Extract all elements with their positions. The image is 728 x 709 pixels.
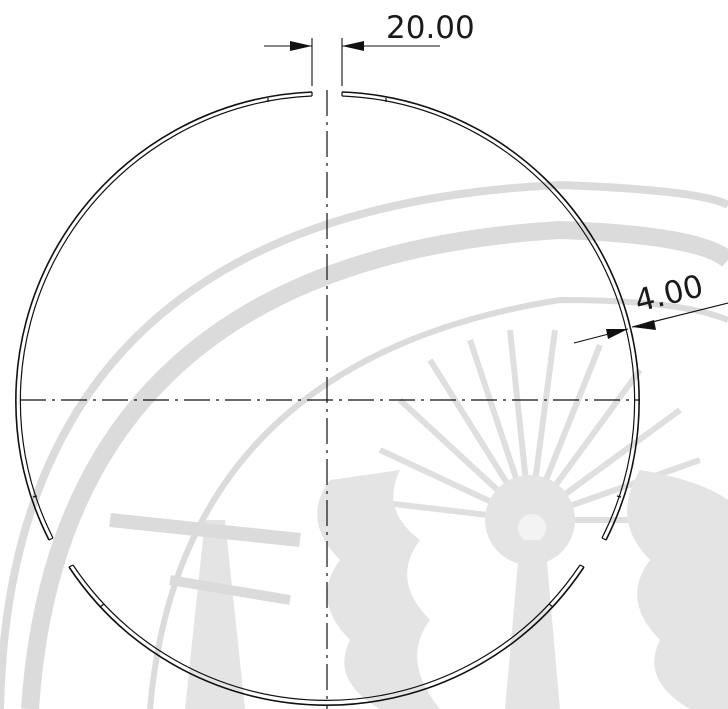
- ring-segment-left-inner: [19, 95, 313, 539]
- gap-dimension-label: 20.00: [386, 10, 475, 46]
- ring-segment-left-outer: [15, 91, 313, 541]
- split-ring: [15, 91, 640, 706]
- ring-segment-bottom-outer: [68, 566, 585, 706]
- thickness-dimension: 4.00: [573, 268, 728, 344]
- university-seal-watermark: [0, 180, 728, 709]
- gap-dimension: 20.00: [264, 10, 475, 86]
- ring-segment-bottom-inner: [72, 564, 581, 702]
- ring-segment-right-inner: [341, 95, 636, 539]
- ring-segment-right-outer: [341, 91, 640, 541]
